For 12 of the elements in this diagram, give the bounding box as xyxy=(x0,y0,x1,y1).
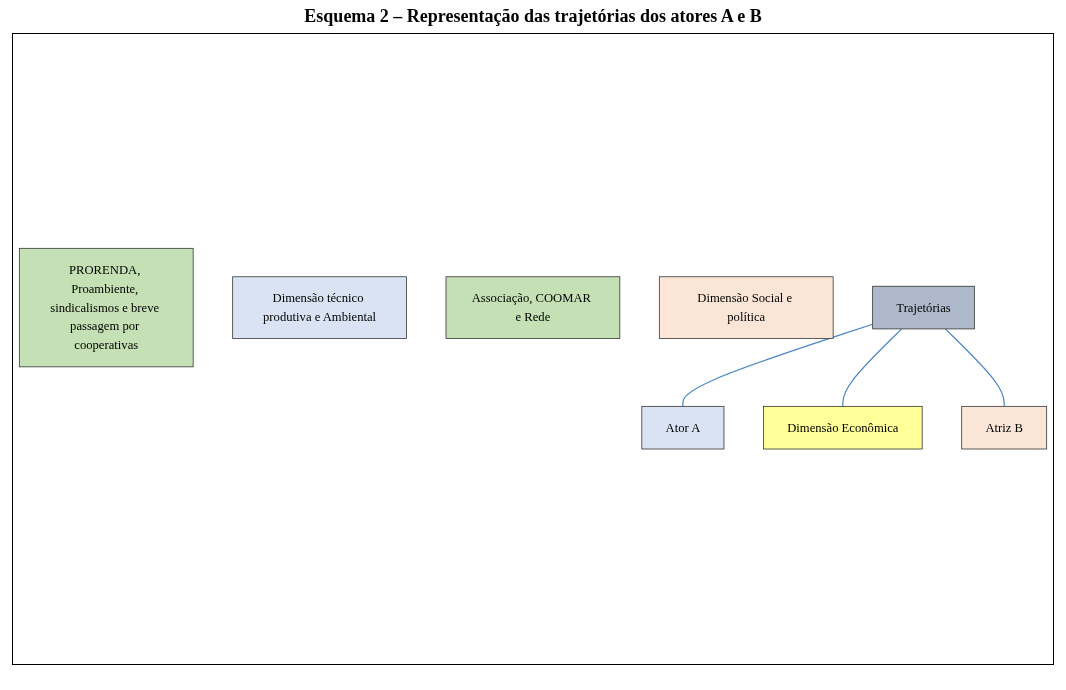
node-box: Dimensão Social e política xyxy=(658,276,834,340)
connector xyxy=(944,328,1005,408)
diagram-title: Esquema 2 – Representação das trajetórias dos atores A e B xyxy=(303,6,763,27)
node-box: Dimensão Econômica xyxy=(763,406,923,450)
node-box: Dimensão técnico produtiva e Ambiental xyxy=(232,276,407,340)
node-box: Ator A xyxy=(641,406,725,450)
node-box: Associação, COOMAR e Rede xyxy=(445,276,621,340)
connector xyxy=(842,328,903,408)
connector xyxy=(682,324,874,408)
node-box: Trajetórias xyxy=(872,286,975,330)
node-box: PRORENDA, Proambiente, sindicalismos e breve passagem por cooperativas xyxy=(18,248,194,368)
node-box: Atriz B xyxy=(961,406,1048,450)
